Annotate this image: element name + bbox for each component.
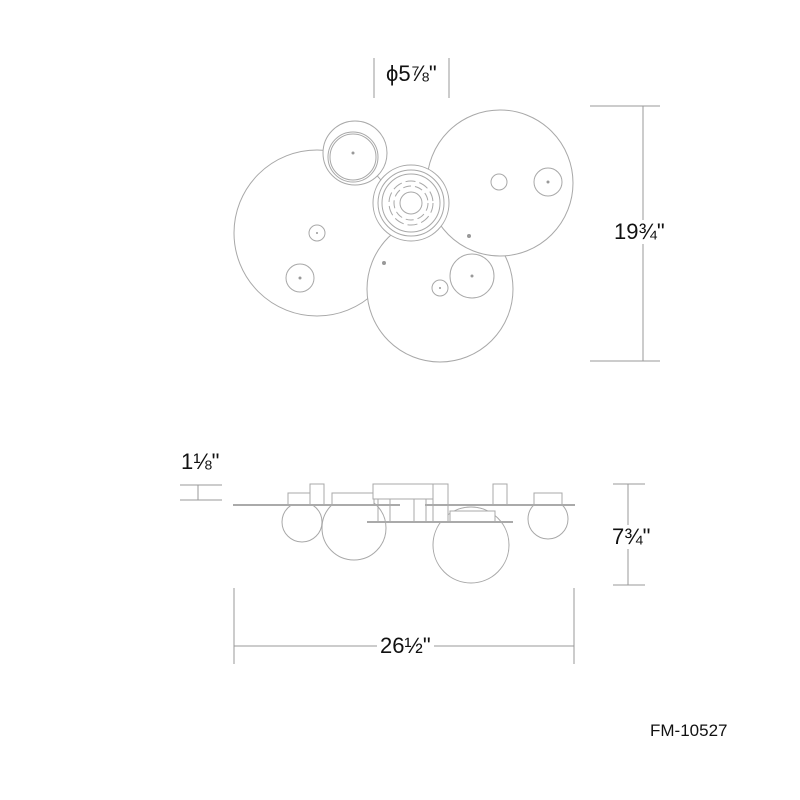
top-view [233, 109, 574, 363]
disc-small-top-outer [322, 120, 388, 186]
canopy-slots-inner [393, 185, 429, 221]
socket [490, 173, 508, 191]
socket [533, 167, 563, 197]
socket [285, 263, 315, 293]
canopy-slots [388, 180, 434, 226]
overall-height-label: 7¾" [612, 524, 651, 549]
top-view-height-label: 19¾" [614, 219, 665, 244]
disc-small-top-inner [327, 131, 379, 183]
socket [308, 224, 326, 242]
canopy-ring [377, 169, 445, 237]
canopy-ring-inner [381, 173, 441, 233]
globe [432, 506, 510, 584]
model-number: FM-10527 [650, 721, 728, 740]
dimension-lines [180, 58, 660, 664]
socket [431, 279, 449, 297]
canopy-outer [372, 164, 450, 242]
canopy-center-hole [399, 191, 423, 215]
socket [449, 253, 495, 299]
globe [281, 501, 323, 543]
side-view [233, 483, 575, 584]
canopy-diameter-label: ϕ5⅞" [386, 61, 437, 86]
disc-small-top-ring [329, 133, 377, 181]
disc-right [426, 109, 574, 257]
overall-width-label: 26½" [377, 634, 434, 658]
canopy-height-label: 1⅛" [181, 449, 220, 474]
